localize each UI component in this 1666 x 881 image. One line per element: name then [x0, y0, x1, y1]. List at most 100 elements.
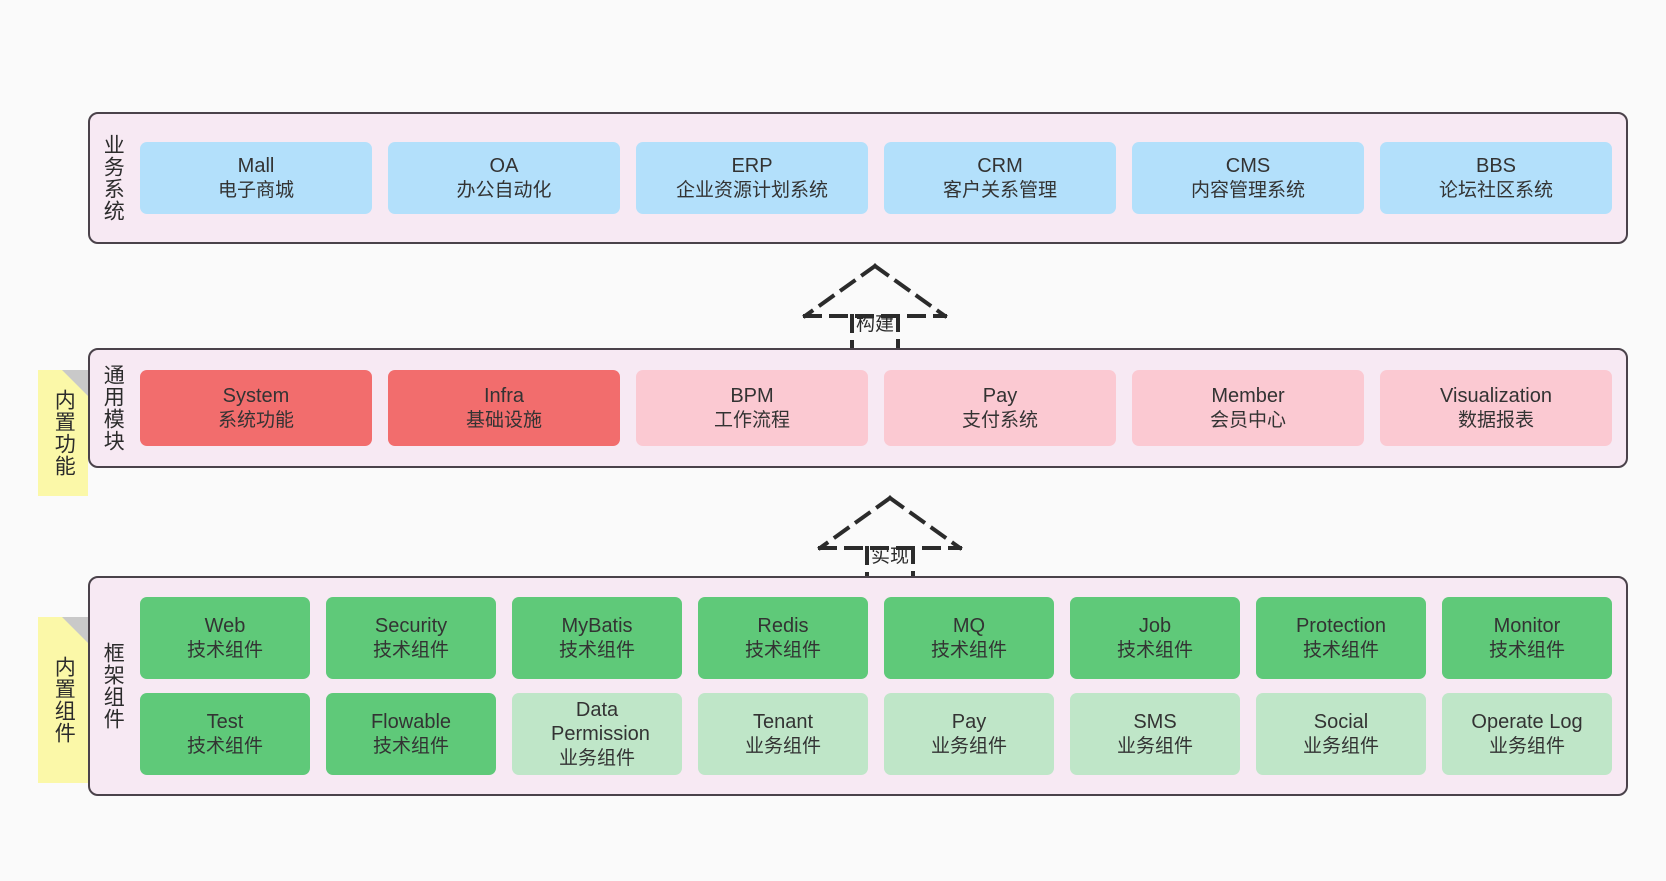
arrow-implement: 实现 — [800, 490, 980, 586]
node-title: Web — [204, 615, 246, 638]
node-operate-log[interactable]: Operate Log 业务组件 — [1442, 693, 1612, 775]
node-visualization[interactable]: Visualization 数据报表 — [1380, 370, 1612, 446]
node-subtitle: 数据报表 — [1457, 409, 1534, 431]
arrow-implement-label: 实现 — [870, 546, 909, 567]
node-subtitle: 技术组件 — [1302, 639, 1379, 661]
node-subtitle: 业务组件 — [744, 735, 821, 757]
node-tenant[interactable]: Tenant 业务组件 — [698, 693, 868, 775]
node-subtitle: 技术组件 — [1488, 639, 1565, 661]
node-subtitle: 业务组件 — [930, 735, 1007, 757]
generalization-arrow-icon — [817, 495, 963, 586]
node-social[interactable]: Social 业务组件 — [1256, 693, 1426, 775]
node-subtitle: 技术组件 — [930, 639, 1007, 661]
layer-business-system: 业务系统 Mall 电子商城 OA 办公自动化 ERP 企业资源计划系统 CRM… — [88, 112, 1628, 244]
node-monitor[interactable]: Monitor 技术组件 — [1442, 597, 1612, 679]
node-title: ERP — [731, 155, 773, 178]
note-fold-icon — [62, 370, 88, 396]
node-subtitle: 业务组件 — [558, 747, 635, 769]
node-row: Test 技术组件 Flowable 技术组件 Data Permission … — [140, 693, 1612, 775]
node-subtitle: 技术组件 — [186, 735, 263, 757]
node-row: Web 技术组件 Security 技术组件 MyBatis 技术组件 Redi… — [140, 597, 1612, 679]
node-subtitle: 客户关系管理 — [942, 179, 1057, 201]
layer-body-business-system: Mall 电子商城 OA 办公自动化 ERP 企业资源计划系统 CRM 客户关系… — [134, 114, 1626, 242]
node-subtitle: 系统功能 — [217, 409, 294, 431]
node-system[interactable]: System 系统功能 — [140, 370, 372, 446]
node-title: SMS — [1133, 711, 1177, 734]
note-text: 内置功能 — [52, 389, 76, 477]
node-security[interactable]: Security 技术组件 — [326, 597, 496, 679]
note-fold-icon — [62, 617, 88, 643]
layer-label-business-system: 业务系统 — [101, 134, 125, 222]
node-member[interactable]: Member 会员中心 — [1132, 370, 1364, 446]
node-title: Monitor — [1493, 615, 1561, 638]
node-subtitle: 支付系统 — [961, 409, 1038, 431]
node-title: Social — [1313, 711, 1369, 734]
note-text: 内置组件 — [52, 656, 76, 744]
note-builtin-component: 内置组件 — [38, 617, 88, 783]
node-title: BBS — [1475, 155, 1517, 178]
node-subtitle: 业务组件 — [1302, 735, 1379, 757]
node-subtitle: 基础设施 — [465, 409, 542, 431]
node-infra[interactable]: Infra 基础设施 — [388, 370, 620, 446]
node-subtitle: 论坛社区系统 — [1438, 179, 1553, 201]
arrow-build-label: 构建 — [855, 314, 894, 335]
node-mall[interactable]: Mall 电子商城 — [140, 142, 372, 214]
node-title: System — [222, 385, 290, 408]
layer-common-module: 通用模块 System 系统功能 Infra 基础设施 BPM 工作流程 Pay… — [88, 348, 1628, 468]
node-subtitle: 技术组件 — [186, 639, 263, 661]
node-title: BPM — [730, 385, 774, 408]
node-subtitle: 企业资源计划系统 — [675, 179, 828, 201]
node-redis[interactable]: Redis 技术组件 — [698, 597, 868, 679]
node-title: Test — [206, 711, 244, 734]
node-title: Tenant — [752, 711, 814, 734]
node-row: System 系统功能 Infra 基础设施 BPM 工作流程 Pay 支付系统… — [140, 370, 1612, 446]
node-sms[interactable]: SMS 业务组件 — [1070, 693, 1240, 775]
generalization-arrow-icon — [802, 263, 948, 354]
node-web[interactable]: Web 技术组件 — [140, 597, 310, 679]
arrow-build: 构建 — [785, 258, 965, 354]
node-subtitle: 技术组件 — [372, 735, 449, 757]
node-subtitle: 业务组件 — [1116, 735, 1193, 757]
node-subtitle: 技术组件 — [1116, 639, 1193, 661]
node-title: Visualization — [1440, 385, 1552, 408]
node-title: Flowable — [370, 711, 452, 734]
node-job[interactable]: Job 技术组件 — [1070, 597, 1240, 679]
node-title: Pay — [951, 711, 987, 734]
node-mq[interactable]: MQ 技术组件 — [884, 597, 1054, 679]
node-subtitle: 业务组件 — [1488, 735, 1565, 757]
node-title: Member — [1211, 385, 1285, 408]
node-bbs[interactable]: BBS 论坛社区系统 — [1380, 142, 1612, 214]
node-cms[interactable]: CMS 内容管理系统 — [1132, 142, 1364, 214]
node-title: CRM — [977, 155, 1023, 178]
node-pay-component[interactable]: Pay 业务组件 — [884, 693, 1054, 775]
node-bpm[interactable]: BPM 工作流程 — [636, 370, 868, 446]
note-builtin-function: 内置功能 — [38, 370, 88, 496]
node-title: MQ — [952, 615, 986, 638]
node-title: Security — [374, 615, 448, 638]
node-oa[interactable]: OA 办公自动化 — [388, 142, 620, 214]
layer-body-framework-component: Web 技术组件 Security 技术组件 MyBatis 技术组件 Redi… — [134, 578, 1626, 794]
node-title: Infra — [483, 385, 525, 408]
node-subtitle: 技术组件 — [744, 639, 821, 661]
node-title: Protection — [1295, 615, 1387, 638]
node-erp[interactable]: ERP 企业资源计划系统 — [636, 142, 868, 214]
node-flowable[interactable]: Flowable 技术组件 — [326, 693, 496, 775]
node-subtitle: 内容管理系统 — [1190, 179, 1305, 201]
layer-label-common-module: 通用模块 — [101, 364, 125, 452]
node-protection[interactable]: Protection 技术组件 — [1256, 597, 1426, 679]
node-test[interactable]: Test 技术组件 — [140, 693, 310, 775]
node-crm[interactable]: CRM 客户关系管理 — [884, 142, 1116, 214]
node-data-permission[interactable]: Data Permission 业务组件 — [512, 693, 682, 775]
node-mybatis[interactable]: MyBatis 技术组件 — [512, 597, 682, 679]
node-subtitle: 电子商城 — [217, 179, 294, 201]
node-subtitle: 会员中心 — [1209, 409, 1286, 431]
node-pay-module[interactable]: Pay 支付系统 — [884, 370, 1116, 446]
node-title: Mall — [237, 155, 275, 178]
node-title: Operate Log — [1471, 711, 1583, 734]
node-title: Job — [1138, 615, 1172, 638]
node-subtitle: 技术组件 — [372, 639, 449, 661]
node-subtitle: 技术组件 — [558, 639, 635, 661]
node-title: Pay — [982, 385, 1018, 408]
node-subtitle: 工作流程 — [713, 409, 790, 431]
